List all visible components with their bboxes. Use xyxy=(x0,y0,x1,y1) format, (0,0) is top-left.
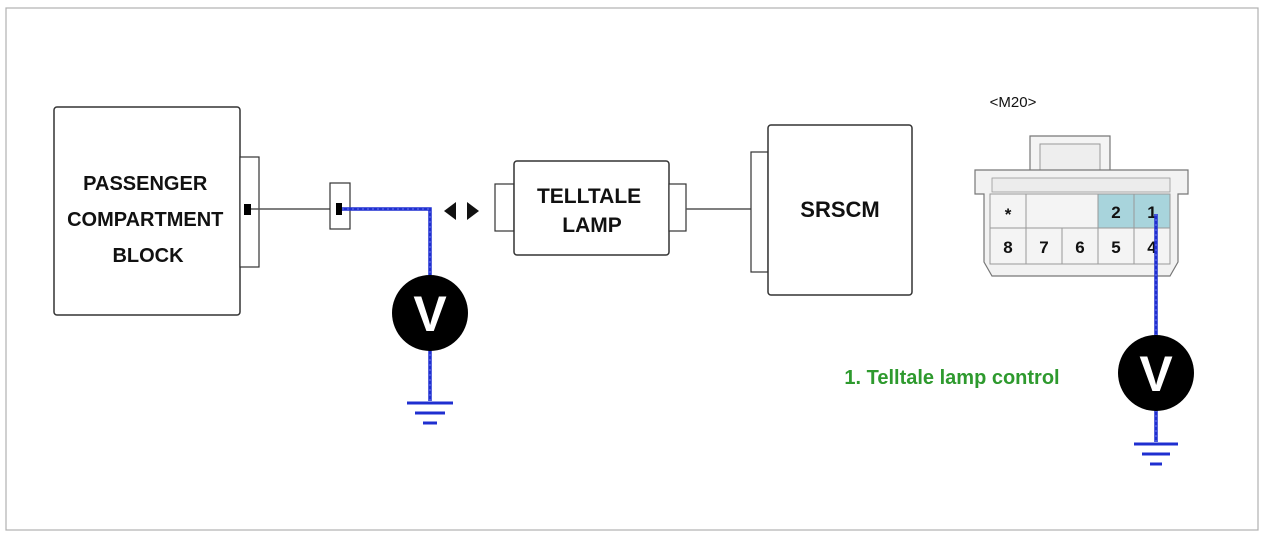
pin-label-4: 4 xyxy=(1147,238,1157,257)
right-voltmeter: V xyxy=(1118,335,1194,411)
lamp-label-line2: LAMP xyxy=(562,214,622,237)
left-ground-icon xyxy=(407,401,453,425)
pin-cell-blank xyxy=(1025,193,1099,229)
pin-cell-2 xyxy=(1097,193,1135,229)
pin-label-star: * xyxy=(1005,205,1012,224)
m20-connector: * 2 1 8 7 6 5 4 xyxy=(974,135,1189,277)
svg-text:TELLTALE LAMP: TELLTALE LAMP xyxy=(537,185,647,237)
pcb-pin xyxy=(244,204,251,215)
pcb-label-line2: COMPARTMENT xyxy=(67,209,223,231)
srscm-connector xyxy=(750,151,769,273)
right-ground-icon xyxy=(1134,442,1178,466)
pin-label-7: 7 xyxy=(1039,238,1048,257)
pin-cell-1 xyxy=(1133,193,1171,229)
pin-cell-7 xyxy=(1025,227,1063,265)
left-voltmeter: V xyxy=(392,275,468,351)
lamp-right-connector xyxy=(668,183,687,232)
srscm-label: SRSCM xyxy=(800,197,879,222)
pcb-label-line1: PASSENGER xyxy=(83,173,208,195)
right-voltmeter-symbol: V xyxy=(1139,346,1173,402)
left-voltmeter-symbol: V xyxy=(413,286,447,342)
pin-label-6: 6 xyxy=(1075,238,1084,257)
pin-label-5: 5 xyxy=(1111,238,1120,257)
srscm-block: SRSCM xyxy=(750,124,913,296)
pin-cell-4 xyxy=(1133,227,1171,265)
lamp-left-connector xyxy=(494,183,515,232)
passenger-compartment-block: PASSENGER COMPARTMENT BLOCK xyxy=(53,106,260,316)
pin-cell-star xyxy=(989,193,1027,229)
left-probe-wire xyxy=(342,207,432,401)
pin-label-2: 2 xyxy=(1111,203,1120,222)
connector-name: <M20> xyxy=(990,94,1037,111)
svg-text:PASSENGER COMPARTMENT: PASSENGER COMPARTMENT BLOCK xyxy=(67,173,229,267)
test-connector-pin xyxy=(336,203,342,215)
connector-arrows-icon xyxy=(444,202,479,220)
pin-cell-8 xyxy=(989,227,1027,265)
pin-label-8: 8 xyxy=(1003,238,1012,257)
pcb-label-line3: BLOCK xyxy=(112,245,184,267)
test-connector xyxy=(329,182,351,230)
telltale-control-caption: 1. Telltale lamp control xyxy=(844,367,1059,389)
lamp-label-line1: TELLTALE xyxy=(537,185,641,208)
telltale-lamp-block: TELLTALE LAMP xyxy=(494,160,687,256)
pin-label-1: 1 xyxy=(1147,203,1156,222)
